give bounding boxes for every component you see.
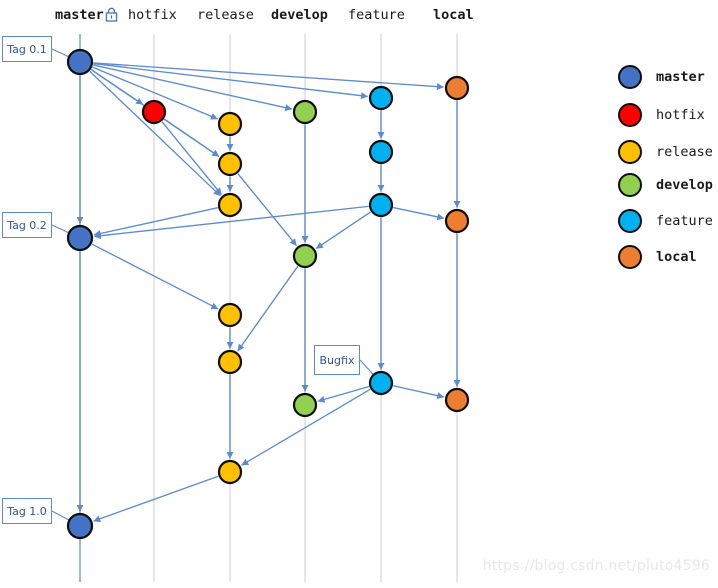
legend-color-swatch-hotfix — [618, 103, 642, 127]
commit-node-feature-f3[interactable] — [368, 192, 394, 218]
label-leader-lines — [51, 48, 374, 521]
legend-item-hotfix[interactable]: hotfix — [618, 103, 705, 127]
commit-node-local-l1[interactable] — [444, 75, 470, 101]
commit-node-feature-f2[interactable] — [368, 139, 394, 165]
legend-item-develop[interactable]: develop — [618, 173, 713, 197]
legend-color-swatch-local — [618, 245, 642, 269]
legend-color-swatch-release — [618, 140, 642, 164]
edge-f4-to-d3 — [317, 385, 370, 403]
column-header-release[interactable]: release — [197, 7, 254, 23]
edge-h1-to-r3 — [161, 121, 222, 195]
edge-f3-to-m2 — [93, 205, 369, 240]
commit-node-develop-d1[interactable] — [292, 99, 318, 125]
commit-node-local-l3[interactable] — [444, 387, 470, 413]
commit-node-master-m1[interactable] — [66, 48, 94, 76]
tag-label-tag01[interactable]: Tag 0.1 — [2, 36, 52, 62]
edge-h1-to-r2 — [163, 118, 220, 157]
column-header-master[interactable]: master — [55, 7, 118, 23]
legend-label: local — [656, 249, 697, 265]
edge-m1-to-r1 — [92, 66, 218, 120]
commit-node-master-m2[interactable] — [66, 224, 94, 252]
legend-color-swatch-master — [618, 65, 642, 89]
column-header-label: develop — [271, 7, 328, 23]
column-header-develop[interactable]: develop — [271, 7, 328, 23]
commit-node-develop-d2[interactable] — [292, 243, 318, 269]
legend-label: release — [656, 144, 713, 160]
legend-item-master[interactable]: master — [618, 65, 705, 89]
watermark: https://blog.csdn.net/pluto4596 — [482, 558, 710, 574]
edge-m1-to-d1 — [93, 64, 293, 112]
legend-label: feature — [656, 213, 713, 229]
commit-node-local-l2[interactable] — [444, 208, 470, 234]
edge-m1-to-r3 — [89, 70, 221, 197]
edge-f4-to-r6 — [241, 388, 371, 466]
commit-node-release-r5[interactable] — [217, 349, 243, 375]
lock-icon — [105, 7, 118, 22]
column-header-local[interactable]: local — [433, 7, 474, 23]
column-header-hotfix[interactable]: hotfix — [128, 7, 177, 23]
column-header-label: hotfix — [128, 7, 177, 23]
label-text: Tag 0.1 — [7, 42, 47, 56]
edge-m1-to-f1 — [93, 62, 369, 100]
column-header-label: feature — [348, 7, 405, 23]
commit-node-release-r1[interactable] — [217, 111, 243, 137]
edge-f3-to-d2 — [315, 211, 371, 250]
edge-r2-to-d2 — [237, 173, 297, 246]
commit-node-release-r4[interactable] — [217, 302, 243, 328]
note-label-bugfix[interactable]: Bugfix — [314, 345, 360, 375]
edge-d2-to-r5 — [237, 265, 299, 352]
commit-node-hotfix-h1[interactable] — [141, 99, 167, 125]
commit-node-feature-f4[interactable] — [368, 370, 394, 396]
label-text: Bugfix — [319, 353, 355, 367]
edge-r3-to-m2 — [93, 207, 218, 237]
edge-r6-to-m3 — [93, 475, 219, 523]
legend-item-feature[interactable]: feature — [618, 209, 713, 233]
commit-node-master-m3[interactable] — [66, 512, 94, 540]
legend-color-swatch-feature — [618, 209, 642, 233]
commit-edges — [76, 62, 461, 523]
legend-item-local[interactable]: local — [618, 245, 697, 269]
commit-node-develop-d3[interactable] — [292, 392, 318, 418]
tag-label-tag02[interactable]: Tag 0.2 — [2, 212, 52, 238]
edge-m2-to-r4 — [91, 243, 219, 310]
leader-line-tag10 — [51, 510, 69, 521]
column-header-label: release — [197, 7, 254, 23]
legend-label: master — [656, 69, 705, 85]
leader-line-tag01 — [51, 48, 69, 58]
column-header-label: master — [55, 7, 104, 23]
legend-item-release[interactable]: release — [618, 140, 713, 164]
edge-m1-to-l1 — [93, 62, 444, 91]
leader-line-tag02 — [51, 224, 69, 234]
tag-label-tag10[interactable]: Tag 1.0 — [2, 498, 52, 524]
commit-node-release-r2[interactable] — [217, 151, 243, 177]
column-header-feature[interactable]: feature — [348, 7, 405, 23]
legend-label: develop — [656, 177, 713, 193]
column-header-label: local — [433, 7, 474, 23]
label-text: Tag 1.0 — [7, 504, 47, 518]
commit-node-release-r6[interactable] — [217, 459, 243, 485]
commit-node-feature-f1[interactable] — [368, 85, 394, 111]
commit-node-release-r3[interactable] — [217, 192, 243, 218]
legend-label: hotfix — [656, 107, 705, 123]
edge-f4-to-l3 — [393, 385, 445, 400]
legend-color-swatch-develop — [618, 173, 642, 197]
leader-line-bugfix — [359, 359, 374, 375]
commit-nodes — [66, 48, 470, 540]
label-text: Tag 0.2 — [7, 218, 47, 232]
edge-f3-to-l2 — [393, 206, 445, 221]
